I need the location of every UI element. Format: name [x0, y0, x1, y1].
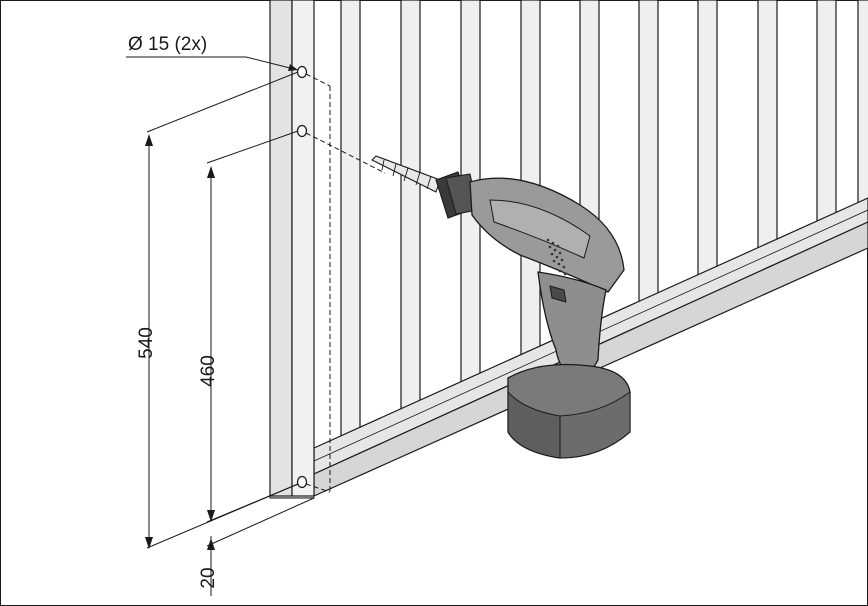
picket: [400, 0, 421, 414]
picket: [757, 0, 778, 259]
drill-hole: [296, 475, 308, 489]
dim-20-label: 20: [198, 567, 219, 588]
dim-540-label: 540: [136, 327, 157, 359]
picket: [697, 0, 718, 283]
dimension-460: [206, 130, 299, 523]
cordless-drill-icon: [371, 155, 631, 459]
drill-hole: [296, 65, 308, 79]
drill-hole: [296, 124, 308, 138]
vent-dots: [546, 238, 567, 276]
hole-leader: [126, 56, 299, 71]
picket: [638, 0, 659, 309]
picket: [857, 0, 868, 216]
dimension-20: [206, 497, 315, 596]
fence-post: [269, 0, 315, 499]
dim-460-label: 460: [198, 355, 219, 387]
guide-lines: [305, 73, 386, 493]
picket: [340, 0, 361, 441]
hole-spec-label: Ø 15 (2x): [128, 34, 207, 55]
picket: [816, 0, 837, 235]
